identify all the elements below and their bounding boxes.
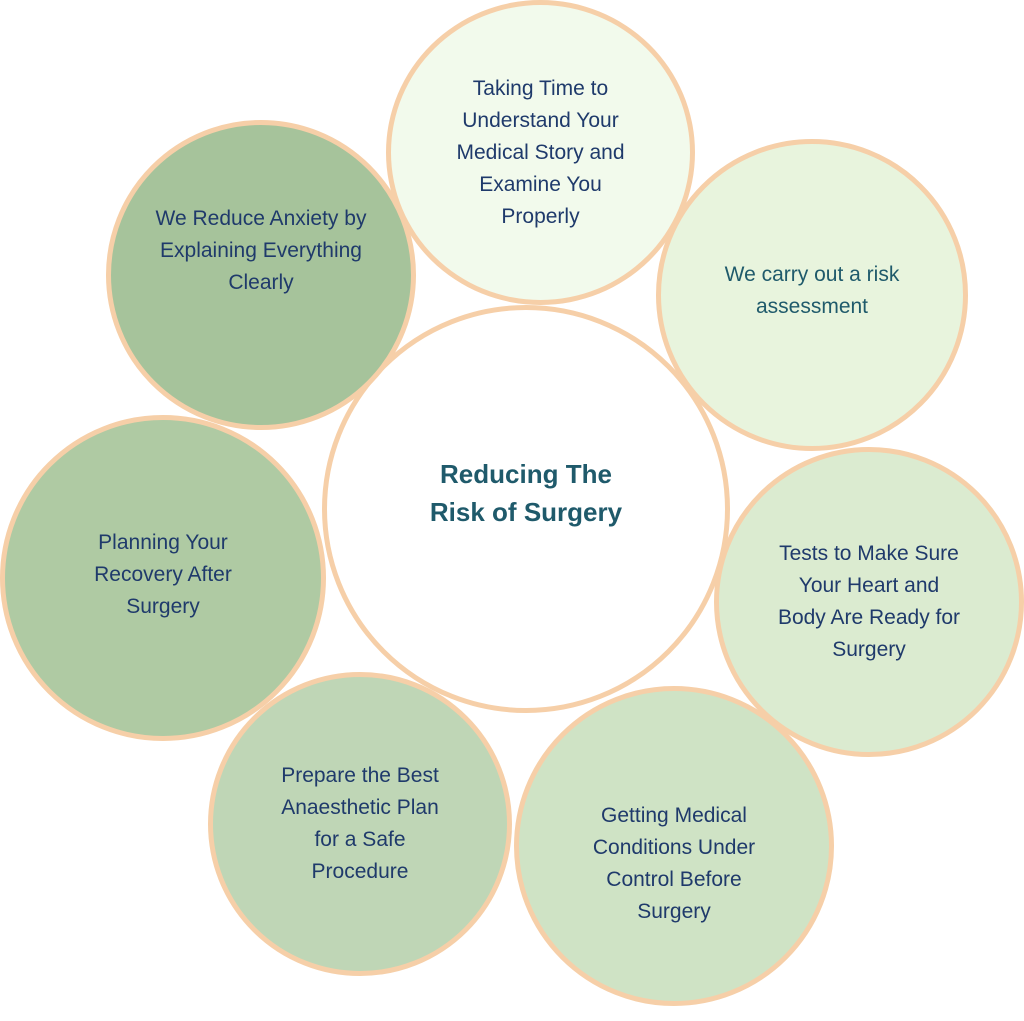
circle-label: We Reduce Anxiety by Explaining Everythi… xyxy=(155,207,367,294)
circle-medical-conditions-control: Getting Medical Conditions Under Control… xyxy=(514,686,834,1006)
circle-recovery-planning: Planning Your Recovery After Surgery xyxy=(0,415,326,741)
circle-label: Getting Medical Conditions Under Control… xyxy=(592,803,756,923)
circle-label: We carry out a risk assessment xyxy=(724,263,900,318)
circle-label: Tests to Make Sure Your Heart and Body A… xyxy=(777,542,961,661)
circle-anaesthetic-plan: Prepare the Best Anaesthetic Plan for a … xyxy=(208,672,512,976)
circle-understand-medical-story: Taking Time to Understand Your Medical S… xyxy=(386,0,695,305)
circle-label: Taking Time to Understand Your Medical S… xyxy=(456,76,625,228)
circle-reduce-anxiety: We Reduce Anxiety by Explaining Everythi… xyxy=(106,120,416,430)
circle-label: Planning Your Recovery After Surgery xyxy=(94,531,232,618)
circle-readiness-tests: Tests to Make Sure Your Heart and Body A… xyxy=(714,447,1024,757)
circle-risk-assessment: We carry out a risk assessment xyxy=(656,139,968,451)
center-circle: Reducing The Risk of Surgery xyxy=(322,305,730,713)
center-title: Reducing The Risk of Surgery xyxy=(429,459,623,527)
circle-label: Prepare the Best Anaesthetic Plan for a … xyxy=(281,764,439,883)
